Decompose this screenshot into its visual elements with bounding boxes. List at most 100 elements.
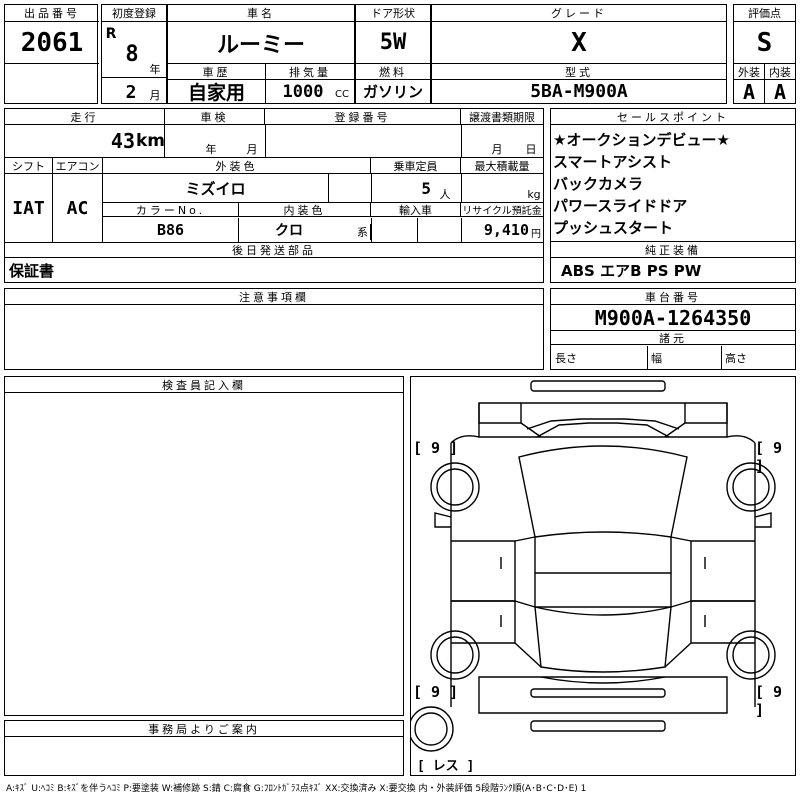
mileage-value: 43 xyxy=(110,129,135,153)
fuel-value: ガソリン xyxy=(362,83,423,101)
notes-box: 注意事項欄 xyxy=(4,288,544,370)
import-label: 輸入車 xyxy=(371,203,461,217)
exterior-color-value: ミズイロ xyxy=(103,174,329,202)
transfer-label: 譲渡書類期限 xyxy=(461,109,543,125)
mileage-unit: km xyxy=(137,125,165,157)
model-label: 型式 xyxy=(432,64,726,80)
exterior-color-label: 外装色 xyxy=(103,158,371,174)
displacement-label: 排気量 xyxy=(266,64,354,80)
color-no-label: カラーNo. xyxy=(103,203,239,217)
mileage-label: 走行 xyxy=(5,109,165,125)
divider xyxy=(5,157,543,158)
door-cell: ドア形状 5W 燃料 ガソリン xyxy=(355,4,431,104)
sales-point-item: ★オークションデビュー★ xyxy=(553,131,730,149)
shift-label: シフト xyxy=(5,158,53,174)
door-label: ドア形状 xyxy=(356,5,430,22)
door-value: 5W xyxy=(356,22,430,64)
grade-cell: グレード X 型式 5BA-M900A xyxy=(431,4,727,104)
parts-value-cell: 保証書 xyxy=(4,257,544,283)
history-value: 自家用 xyxy=(168,80,266,103)
car-name-cell: 車名 ルーミー 車歴 排気量 自家用 1000 CC xyxy=(167,4,355,104)
divider xyxy=(461,218,462,242)
lot-label: 出品番号 xyxy=(5,5,99,22)
divider xyxy=(102,77,166,78)
parts-value: 保証書 xyxy=(9,261,55,280)
notes-label: 注意事項欄 xyxy=(5,289,543,305)
load-label: 最大積載量 xyxy=(461,158,543,174)
capacity-label: 乗車定員 xyxy=(371,158,461,174)
load-unit: kg xyxy=(527,187,541,201)
sales-point-item: スマートアシスト xyxy=(553,153,672,171)
inspection-year-unit: 年 xyxy=(205,143,217,156)
tire-fl-label: [ 9 ] xyxy=(413,439,459,457)
sales-point-item: プッシュスタート xyxy=(553,219,674,237)
divider xyxy=(461,125,462,157)
score-label: 評価点 xyxy=(734,5,795,22)
displacement-unit: CC xyxy=(335,88,349,100)
length-label: 長さ xyxy=(555,352,577,365)
divider xyxy=(417,218,418,242)
height-label: 高さ xyxy=(725,352,747,365)
year-unit: 年 xyxy=(149,63,161,76)
ac-value: AC xyxy=(53,174,103,242)
inspector-box: 検査員記入欄 xyxy=(4,376,404,716)
grade-label: グレード xyxy=(432,5,726,22)
footer-legend: A:ｷｽﾞ U:ﾍｺﾐ B:ｷｽﾞを伴うﾍｺﾐ P:要塗装 W:補修跡 S:錆 … xyxy=(6,784,587,794)
car-body-outline xyxy=(411,380,776,752)
era-label: R xyxy=(105,26,117,42)
interior-value: A xyxy=(773,80,787,103)
capacity-value: 5 xyxy=(421,178,431,198)
interior-color-label: 内装色 xyxy=(239,203,371,217)
interior-color-value: クロ xyxy=(275,223,303,239)
car-name-value: ルーミー xyxy=(168,22,354,64)
chassis-value: M900A-1264350 xyxy=(551,305,795,331)
inspector-label: 検査員記入欄 xyxy=(5,377,403,393)
interior-color-unit: 系 xyxy=(355,224,371,240)
exterior-value: A xyxy=(734,80,765,103)
sales-point-item: パワースライドドア xyxy=(553,197,688,215)
recycle-value: 9,410 xyxy=(483,221,529,239)
tire-fr-label: [ 9 ] xyxy=(755,439,783,475)
grade-value: X xyxy=(432,22,726,64)
spec-label: 諸元 xyxy=(551,331,795,345)
first-reg-label: 初度登録 xyxy=(102,5,166,22)
year-value: 8 xyxy=(125,41,139,67)
capacity-unit: 人 xyxy=(439,188,451,201)
divider xyxy=(371,174,372,202)
color-no-value: B86 xyxy=(103,218,239,242)
width-label: 幅 xyxy=(651,352,662,365)
score-cell: 評価点 S 外装 内装 A A xyxy=(733,4,796,104)
car-diagram: [ 9 ] [ 9 ] [ 9 ] [ 9 ] [ レス ] xyxy=(410,376,796,776)
divider xyxy=(5,242,543,243)
header-table: 出品番号 2061 初度登録 R 8 年 2 月 車名 ルーミー 車歴 排気量 … xyxy=(4,4,796,104)
equipment-label: 純正装備 xyxy=(551,242,795,258)
divider xyxy=(647,346,648,370)
sales-point-box: セールスポイント ★オークションデビュー★ スマートアシスト バックカメラ パワ… xyxy=(550,108,796,255)
office-label: 事務局よりご案内 xyxy=(5,721,403,737)
tire-rl-label: [ 9 ] xyxy=(413,683,459,701)
displacement-value: 1000 xyxy=(282,81,324,102)
interior-label: 内装 xyxy=(765,64,795,80)
car-name-label: 車名 xyxy=(168,5,354,22)
info-table: 走行 車検 登録番号 譲渡書類期限 43 km 年 月 月 日 シフト エアコン… xyxy=(4,108,544,258)
month-value: 2 xyxy=(125,81,137,103)
lot-value: 2061 xyxy=(5,22,99,64)
divider xyxy=(265,125,266,157)
tire-rr-label: [ 9 ] xyxy=(755,683,783,719)
office-box: 事務局よりご案内 xyxy=(4,720,404,776)
lot-cell: 出品番号 2061 xyxy=(4,4,99,104)
chassis-box: 車台番号 M900A-1264350 諸元 長さ 幅 高さ xyxy=(550,288,796,370)
fuel-label: 燃料 xyxy=(356,64,430,80)
month-unit: 月 xyxy=(149,89,161,102)
reg-number-label: 登録番号 xyxy=(265,109,461,125)
equipment-box: 純正装備 ABS エアB PS PW xyxy=(550,241,796,283)
spare-tire-label: [ レス ] xyxy=(417,759,475,774)
sales-point-item: バックカメラ xyxy=(553,175,644,193)
divider xyxy=(461,174,462,202)
history-label: 車歴 xyxy=(168,64,266,80)
ac-label: エアコン xyxy=(53,158,103,174)
transfer-month-unit: 月 xyxy=(491,143,503,156)
recycle-unit: 円 xyxy=(531,228,541,240)
equipment-value: ABS エアB PS PW xyxy=(561,262,702,280)
inspection-month-unit: 月 xyxy=(246,143,258,156)
